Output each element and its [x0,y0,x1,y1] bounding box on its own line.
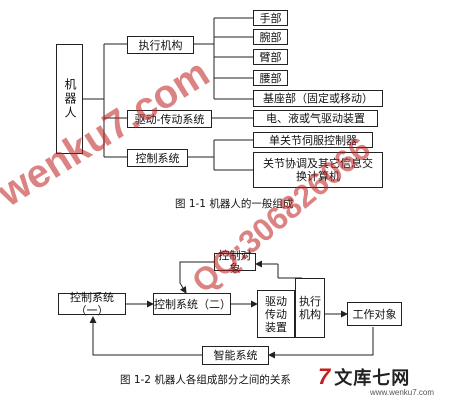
drive-transmission-device-box: 驱动传动装置 [257,290,295,338]
wrist-part-box: 腕部 [253,29,288,45]
exec-mechanism-box: 执行机构 [127,36,194,54]
control-system-1-box: 控制系统（一） [58,291,126,317]
logo-mark-icon: 7 [318,364,331,389]
drive-device-box: 电、液或气驱动装置 [253,110,378,127]
control-object-box: 控制对象 [214,249,256,275]
figure-2-caption: 图 1-2 机器人各组成部分之间的关系 [120,374,291,386]
logo-url: www.wenku7.com [370,388,435,397]
control-system-box: 控制系统 [127,149,188,167]
intelligent-system-box: 智能系统 [202,346,269,365]
base-part-box: 基座部（固定或移动） [253,90,383,107]
drive-transmission-box: 驱动-传动系统 [127,110,212,128]
hand-part-box: 手部 [253,10,288,26]
coordination-computer-box: 关节协调及其它信息交换计算机 [253,152,383,188]
robot-root-box: 机器人 [56,44,83,154]
arm-part-box: 臂部 [253,49,288,65]
execution-mechanism-box: 执行机构 [295,278,325,338]
wenku7-logo: 7 文库七网 www.wenku7.com [318,364,434,397]
figure-1-caption: 图 1-1 机器人的一般组成 [175,198,294,210]
control-system-2-box: 控制系统（二） [153,293,231,315]
servo-controller-box: 单关节伺服控制器 [253,132,373,148]
logo-text: 文库七网 [334,368,411,389]
waist-part-box: 腰部 [253,70,288,86]
work-object-box: 工作对象 [347,302,402,326]
